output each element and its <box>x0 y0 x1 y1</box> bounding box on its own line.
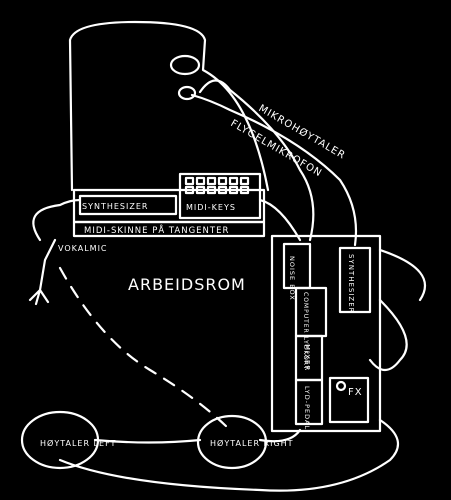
speaker-mic-label: MIKROHØYTALER <box>257 102 348 162</box>
cable-top-loop <box>378 248 426 302</box>
cable-speakers-link <box>93 438 202 444</box>
midi-keys-label: MIDI-KEYS <box>186 203 236 212</box>
piano-hole-2-icon <box>177 85 197 101</box>
cable-speaker-mic <box>198 79 315 242</box>
cable-rack-right <box>368 298 408 372</box>
midi-keys-icon <box>184 176 250 195</box>
speaker-left-label: HØYTALER LEFT <box>40 438 116 448</box>
vocal-mic-cable <box>32 198 82 242</box>
computer-box <box>294 286 328 338</box>
computer-label: COMPUTER LYDKORT <box>302 292 309 370</box>
midi-rail-label: MIDI-SKINNE PÅ TANGENTER <box>84 224 229 236</box>
cable-synth-to-rack <box>258 198 302 242</box>
pedal-box <box>294 378 324 426</box>
speaker-left <box>20 410 100 470</box>
noise-box-label: NOISE BOX <box>288 256 296 301</box>
cable-to-right <box>258 428 302 443</box>
workspace-boundary <box>58 266 232 432</box>
equipment-rack <box>270 234 382 433</box>
synth-rack-label: SYNTHESIZER <box>347 254 355 314</box>
fx-knob-icon <box>335 380 347 392</box>
piano-outline <box>68 20 270 192</box>
synth-rack-box <box>338 246 372 314</box>
noise-box <box>282 242 312 290</box>
synth-keyboard <box>78 194 178 216</box>
cable-piano-mic <box>190 93 358 247</box>
piano-hole-icon <box>169 54 201 76</box>
workspace-label: ARBEIDSROM <box>128 275 246 294</box>
vocal-mic-stand <box>28 238 57 306</box>
fx-label: FX <box>348 387 363 398</box>
speaker-right-label: HØYTALER RIGHT <box>210 438 294 448</box>
grand-mic-label: FLYGELMIKROFON <box>229 118 324 179</box>
fx-box <box>328 376 370 424</box>
speaker-right <box>196 414 268 470</box>
cable-rack-out <box>58 418 400 492</box>
pedal-label: LYD-PEDAL <box>303 386 311 430</box>
mixer-label: MIXER <box>303 344 311 371</box>
vocal-mic-label: VOKALMIC <box>58 244 108 253</box>
midi-rail <box>72 220 266 238</box>
midi-keys-box <box>178 172 262 220</box>
synth-keyboard-label: SYNTHESIZER <box>82 202 148 211</box>
